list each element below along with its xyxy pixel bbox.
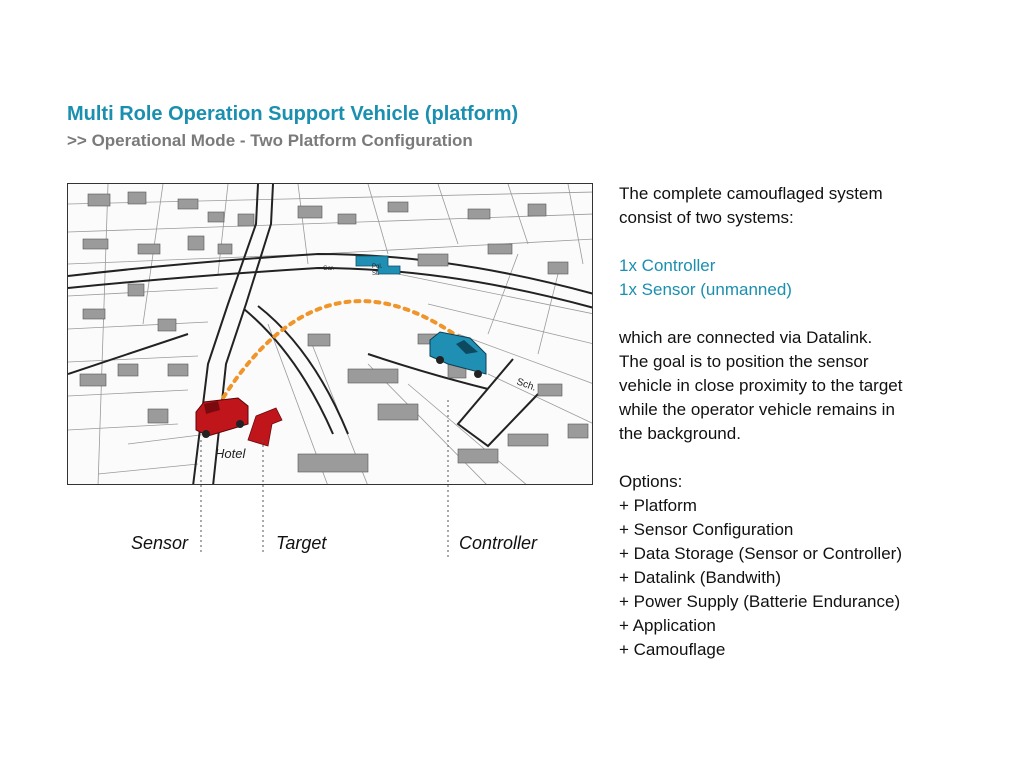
sensor-callout-label: Sensor <box>131 533 189 553</box>
intro-text-line1: The complete camouflaged system <box>619 184 883 203</box>
map-label-hotel: Hotel <box>215 446 246 461</box>
option-item: + Sensor Configuration <box>619 520 794 539</box>
options-heading: Options: <box>619 472 683 491</box>
intro-text-line2: consist of two systems: <box>619 208 794 227</box>
highlighted-building <box>355 255 401 275</box>
system-item-sensor: 1x Sensor (unmanned) <box>619 280 792 299</box>
option-item: + Data Storage (Sensor or Controller) <box>619 544 902 563</box>
body-text-line2: The goal is to position the sensor <box>619 352 869 371</box>
city-map-illustration: Hotel Sch. Gar. Pol. St. <box>67 183 593 485</box>
controller-vehicle <box>429 331 487 378</box>
map-label-gar: Gar. <box>323 266 335 272</box>
target-callout-label: Target <box>276 533 327 553</box>
controller-callout-label: Controller <box>459 533 538 553</box>
datalink-arc <box>216 299 470 408</box>
map-buildings <box>79 191 589 473</box>
body-text-line5: the background. <box>619 424 741 443</box>
option-item: + Power Supply (Batterie Endurance) <box>619 592 901 611</box>
body-text-line4: while the operator vehicle remains in <box>619 400 895 419</box>
map-label-sch: Sch. <box>515 376 538 393</box>
body-text-line1: which are connected via Datalink. <box>619 328 873 347</box>
sensor-vehicle <box>195 397 249 438</box>
page-title: Multi Role Operation Support Vehicle (pl… <box>67 103 519 125</box>
option-item: + Platform <box>619 496 697 515</box>
target-building <box>247 407 283 447</box>
option-item: + Datalink (Bandwith) <box>619 568 782 587</box>
map-label-st: St. <box>372 271 380 277</box>
body-text-line3: vehicle in close proximity to the target <box>619 376 903 395</box>
system-item-controller: 1x Controller <box>619 256 716 275</box>
option-item: + Camouflage <box>619 640 726 659</box>
option-item: + Application <box>619 616 716 635</box>
page-subtitle: >> Operational Mode - Two Platform Confi… <box>67 131 473 150</box>
description-panel: The complete camouflaged system consist … <box>619 182 999 662</box>
map-label-pol: Pol. <box>372 264 383 270</box>
